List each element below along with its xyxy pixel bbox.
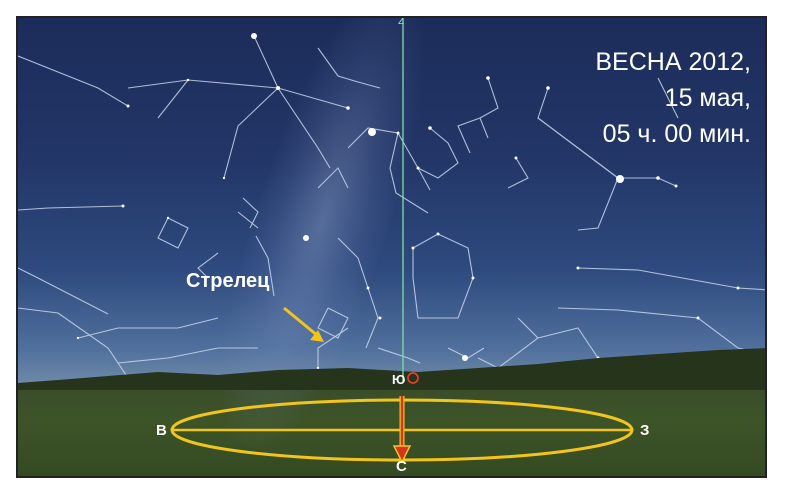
zenith-label: Z: [398, 16, 405, 27]
label-pointer-line: [283, 306, 319, 338]
label-pointer-head: [310, 330, 324, 342]
caption-date: 15 мая,: [664, 84, 751, 112]
south-point-marker: [407, 372, 419, 384]
sky-overlay: [18, 18, 765, 464]
constellation-lines: [18, 35, 765, 379]
constellation-label: Стрелец: [186, 270, 270, 292]
date-time-caption: ВЕСНА 2012, 15 мая, 05 ч. 00 мин.: [595, 44, 751, 152]
east-label: В: [156, 422, 167, 439]
caption-time: 05 ч. 00 мин.: [602, 120, 751, 148]
treeline: [18, 348, 765, 390]
caption-season: ВЕСНА 2012,: [595, 48, 751, 76]
north-label: С: [396, 458, 407, 475]
north-arrow-head: [392, 445, 412, 464]
west-label: З: [640, 422, 650, 439]
sky-image-frame: ВЕСНА 2012, 15 мая, 05 ч. 00 мин. Стреле…: [16, 16, 767, 478]
south-label: Ю: [392, 372, 406, 387]
